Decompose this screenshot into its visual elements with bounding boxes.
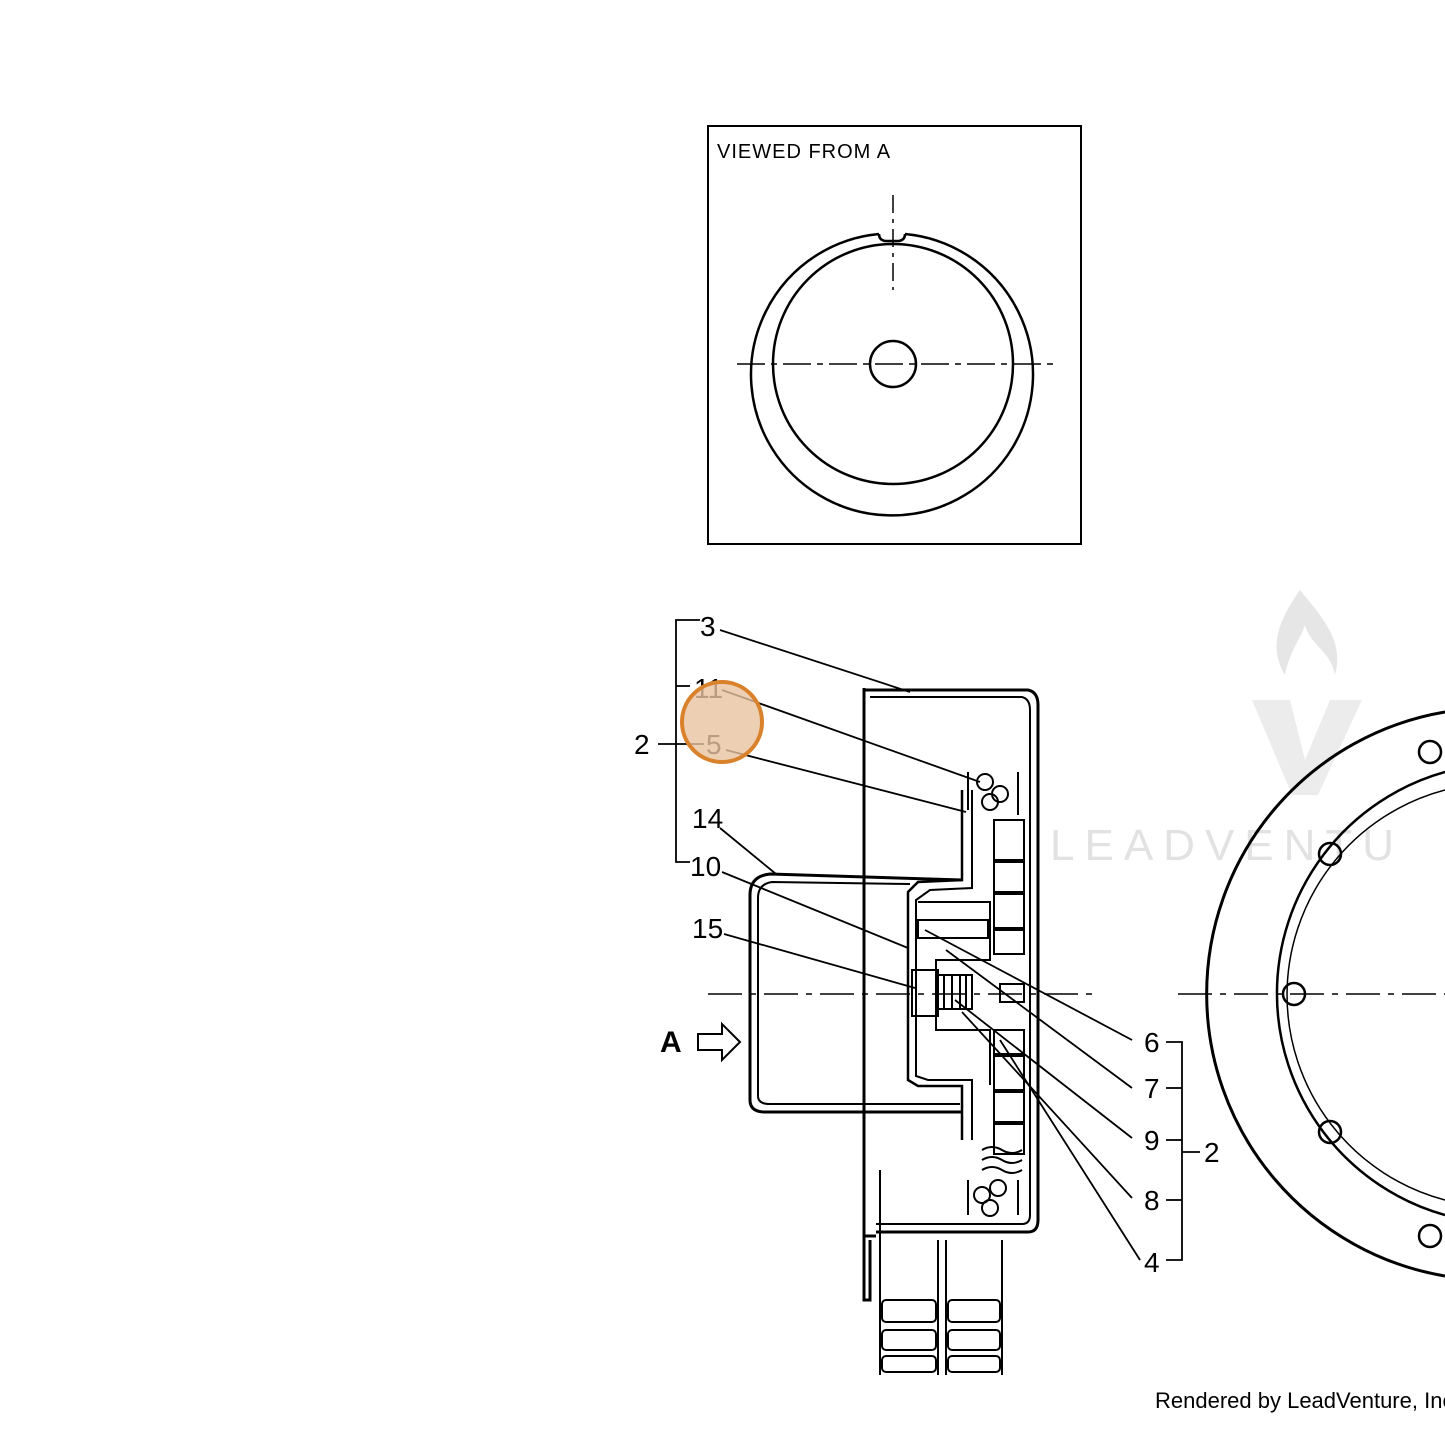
- callout-4[interactable]: 4: [1144, 1247, 1160, 1278]
- hub-pocket: [918, 901, 991, 1085]
- callout-6[interactable]: 6: [1144, 1027, 1160, 1058]
- key-slot: [877, 233, 907, 243]
- housing-inner-wall: [870, 696, 1031, 1225]
- footer-credit: Rendered by LeadVenture, Inc: [1155, 1388, 1445, 1413]
- end-cap: [748, 872, 963, 1114]
- watermark-text: LEADVENTU: [1050, 821, 1404, 870]
- v-logo-icon: [1252, 700, 1362, 795]
- flame-logo-icon: [1276, 590, 1338, 675]
- view-a-title: VIEWED FROM A: [717, 141, 891, 163]
- hub-pin: [917, 919, 989, 939]
- callout-2-right[interactable]: 2: [1204, 1137, 1220, 1168]
- callout-7[interactable]: 7: [1144, 1073, 1160, 1104]
- bracket-right: [1166, 1041, 1183, 1261]
- inner-hub-wall: [915, 790, 973, 1140]
- selection-highlight[interactable]: [680, 680, 764, 764]
- center-bore: [868, 339, 918, 389]
- end-cap-inner: [757, 880, 960, 1105]
- leader-lines: [658, 619, 1200, 1261]
- view-a-frame: [707, 125, 1082, 545]
- callout-15[interactable]: 15: [692, 913, 723, 944]
- view-arrow-label: A: [660, 1026, 682, 1059]
- bearing-stack: [993, 819, 1025, 1155]
- view-a-panel: VIEWED FROM A: [707, 125, 1082, 545]
- seal-lips: [967, 772, 1019, 1215]
- arrow-right-icon: [697, 1021, 742, 1063]
- flange-bolt-circle: [1286, 789, 1445, 1201]
- watermark: LEADVENTU: [1050, 590, 1404, 870]
- outer-ring: [749, 232, 1035, 517]
- bracket-left: [675, 619, 700, 863]
- view-direction-a: A: [660, 1021, 742, 1063]
- ball-bearings: [973, 773, 1009, 1217]
- callout-9[interactable]: 9: [1144, 1125, 1160, 1156]
- flange-view: [1178, 710, 1445, 1278]
- callout-3[interactable]: 3: [700, 611, 716, 642]
- shaft-tube-segments: [881, 1299, 1001, 1373]
- spring: [981, 1146, 1023, 1174]
- cross-section: [708, 688, 1100, 1375]
- housing-flange: [862, 1236, 872, 1302]
- callout-14[interactable]: 14: [692, 803, 723, 834]
- callout-2-left[interactable]: 2: [634, 729, 650, 760]
- callout-8[interactable]: 8: [1144, 1185, 1160, 1216]
- callout-10[interactable]: 10: [690, 851, 721, 882]
